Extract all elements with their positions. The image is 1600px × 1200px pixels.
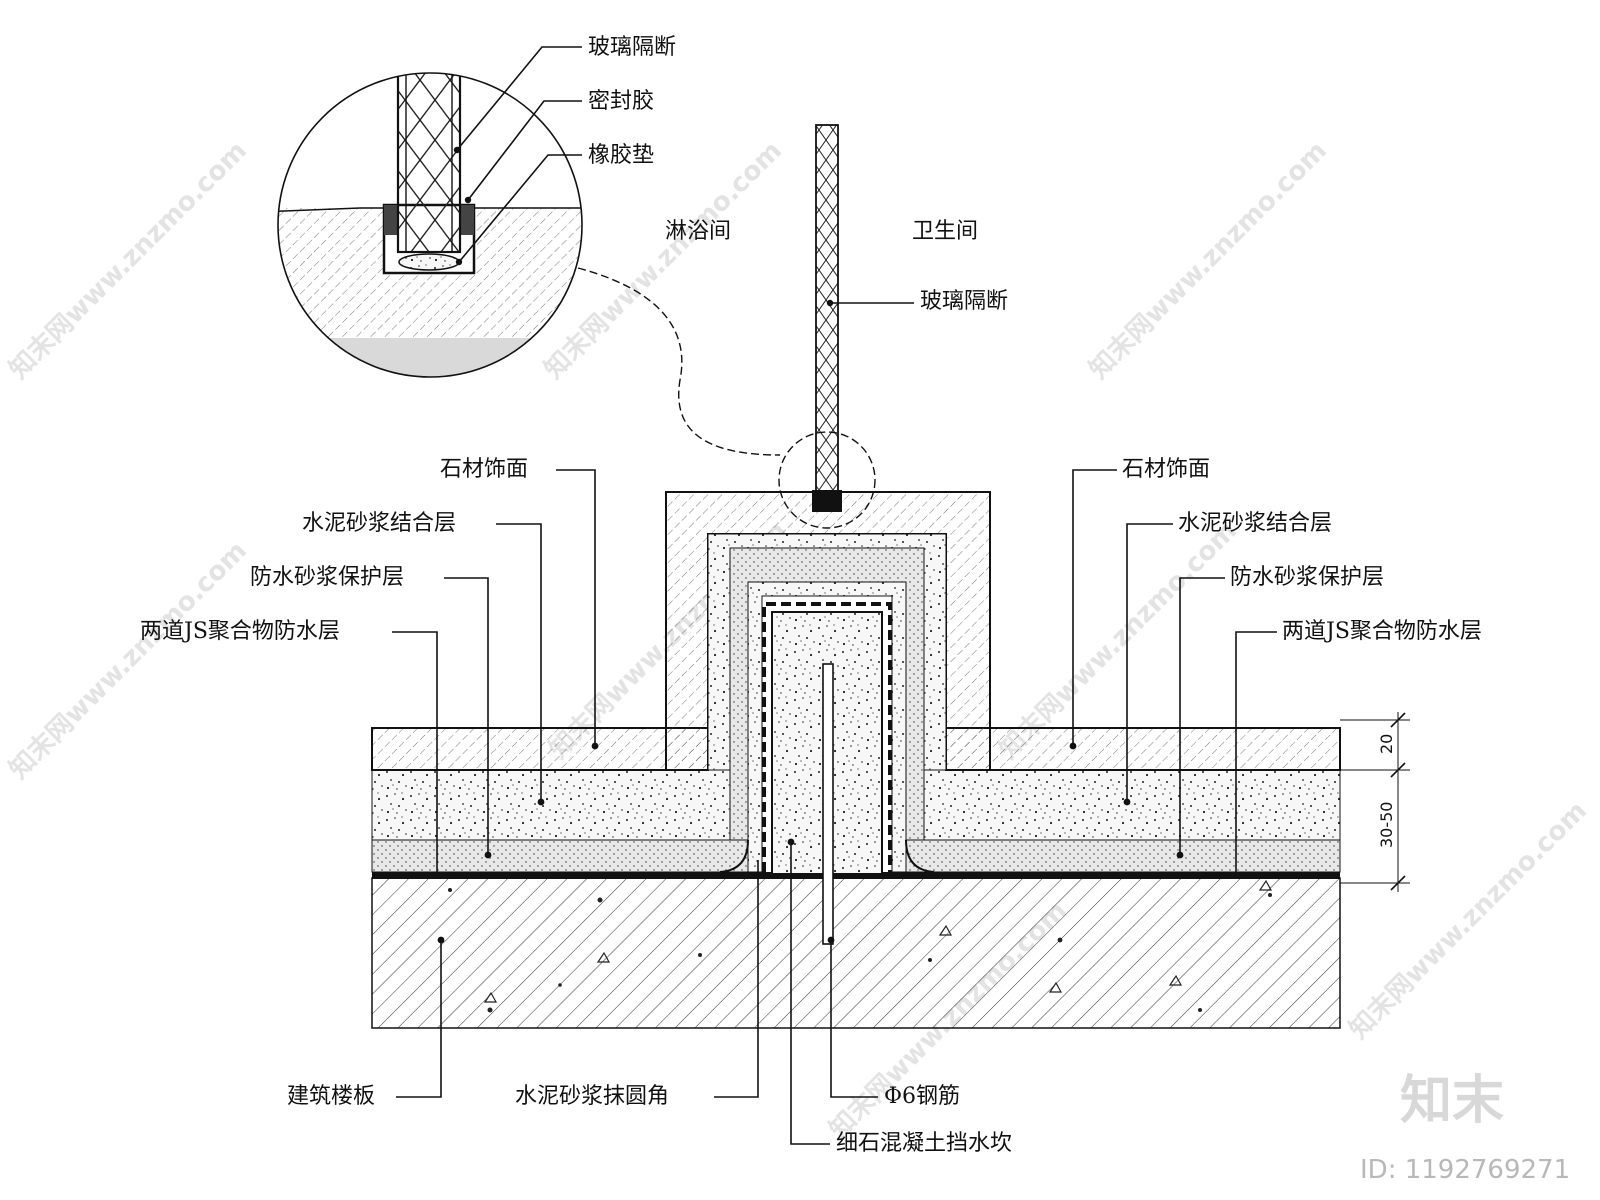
label-waterproof-mortar-right: 防水砂浆保护层	[1230, 565, 1384, 590]
js-waterproof-layer	[372, 872, 1340, 879]
left-layer-labels: 石材饰面 水泥砂浆结合层 防水砂浆保护层 两道JS聚合物防水层	[140, 457, 599, 878]
detail-callout-circle	[778, 431, 876, 529]
detail-callout-leader	[577, 267, 781, 456]
image-id: ID: 1192769271	[1360, 1155, 1570, 1185]
curb-structure	[665, 491, 991, 945]
room-label-shower: 淋浴间	[665, 219, 731, 244]
label-floor-slab: 建筑楼板	[287, 1084, 375, 1109]
dimension-line: 20 30-50	[1340, 712, 1410, 892]
brand-logo: 知末	[1400, 1071, 1504, 1131]
floor-slab	[371, 877, 1341, 1029]
label-rubber-pad: 橡胶垫	[588, 143, 654, 168]
label-js-waterproof-left: 两道JS聚合物防水层	[140, 619, 340, 644]
watermark-text: 知末网www.znzmo.com	[1084, 136, 1333, 385]
dimension-top: 20	[1377, 734, 1396, 754]
stone-finish-layer	[371, 727, 1341, 771]
label-stone-finish-left: 石材饰面	[440, 457, 528, 482]
room-label-bathroom: 卫生间	[912, 219, 978, 244]
detail-labels: 玻璃隔断 密封胶 橡胶垫	[453, 35, 676, 266]
label-rebar: Φ6钢筋	[884, 1084, 960, 1109]
watermark-text: 知末网www.znzmo.com	[4, 536, 253, 785]
glass-partition	[812, 124, 842, 512]
label-sealant: 密封胶	[588, 89, 654, 114]
label-js-waterproof-right: 两道JS聚合物防水层	[1282, 619, 1482, 644]
dimension-bottom: 30-50	[1377, 802, 1396, 849]
label-glass-partition: 玻璃隔断	[920, 289, 1008, 314]
label-curb: 细石混凝土挡水坎	[836, 1131, 1012, 1156]
label-mortar-bond-right: 水泥砂浆结合层	[1178, 511, 1332, 536]
label-stone-finish-right: 石材饰面	[1122, 457, 1210, 482]
label-waterproof-mortar-left: 防水砂浆保护层	[250, 565, 404, 590]
right-layer-labels: 石材饰面 水泥砂浆结合层 防水砂浆保护层 两道JS聚合物防水层	[1069, 457, 1482, 878]
label-mortar-bond-left: 水泥砂浆结合层	[302, 511, 456, 536]
label-mortar-fillet: 水泥砂浆抹圆角	[515, 1084, 669, 1109]
watermark-text: 知末网www.znzmo.com	[4, 136, 253, 385]
bottom-labels: 建筑楼板 水泥砂浆抹圆角 Φ6钢筋 细石混凝土挡水坎	[287, 838, 1012, 1156]
label-glass-partition-detail: 玻璃隔断	[588, 35, 676, 60]
